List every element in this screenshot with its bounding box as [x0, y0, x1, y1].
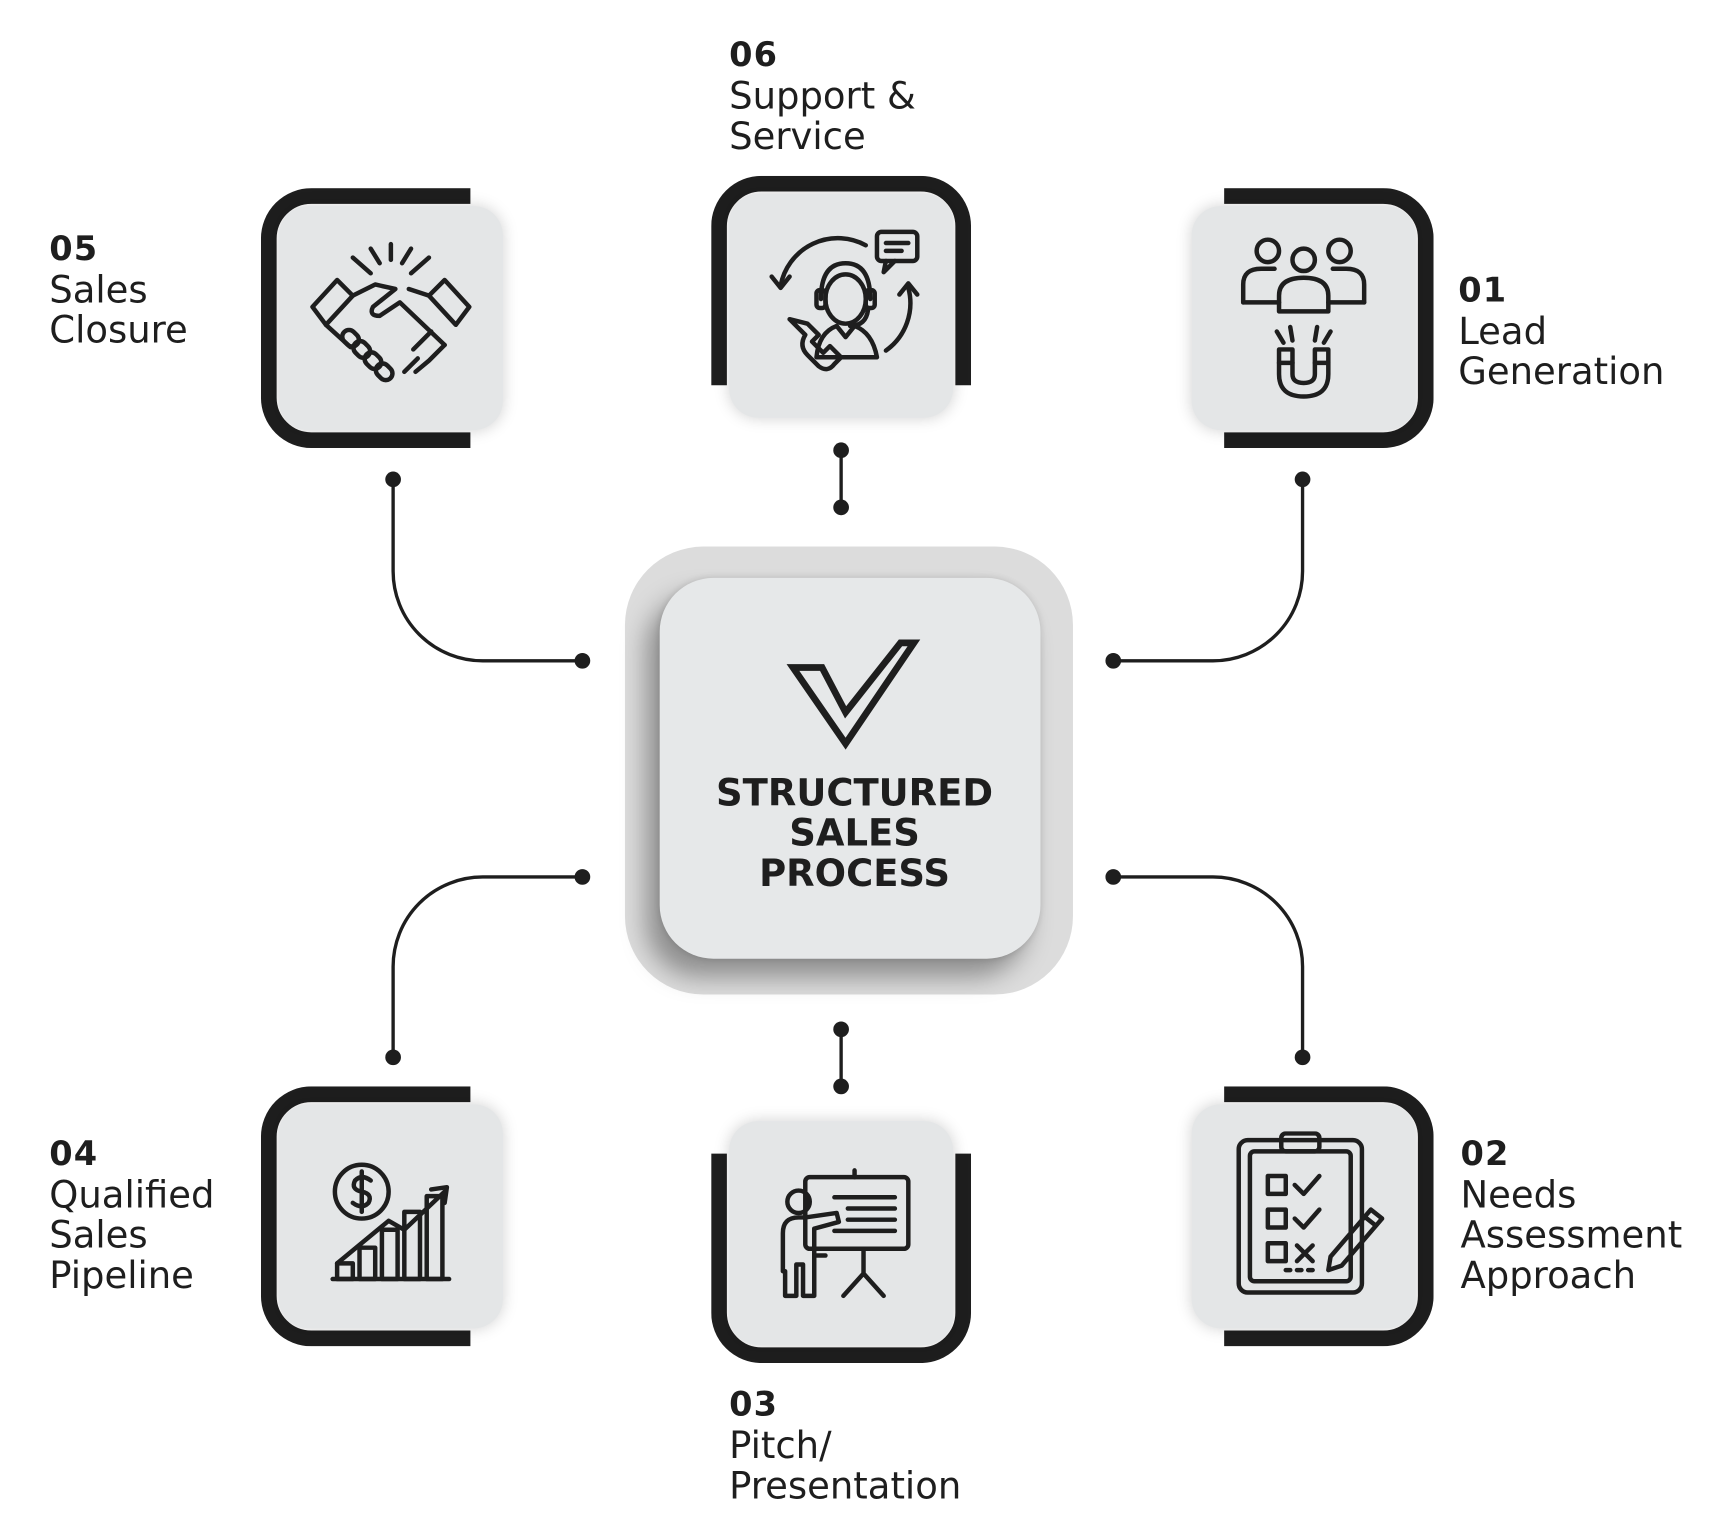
step-02-card: [1174, 1086, 1434, 1347]
step-02-title: Needs Assessment Approach: [1460, 1172, 1683, 1297]
clipboard-checklist-icon: [1236, 1131, 1385, 1295]
step-01-number: 01: [1458, 271, 1508, 311]
step-01-frame: [1224, 188, 1434, 448]
dollar-growth-chart-icon: [330, 1162, 452, 1282]
hub-title: STRUCTURED SALES PROCESS: [716, 770, 994, 895]
people-magnet-icon: [1240, 237, 1367, 399]
step-06-number: 06: [729, 35, 779, 76]
step-05-number: 05: [49, 229, 99, 269]
customer-support-icon: [769, 229, 920, 372]
step-04-label: 04 Qualified Sales Pipeline: [49, 1135, 214, 1296]
connector-05: [391, 479, 583, 663]
connector-04: [391, 875, 583, 1058]
step-06-card: [711, 175, 972, 436]
presenter-board-icon: [780, 1168, 911, 1299]
step-04-number: 04: [49, 1134, 99, 1174]
step-03-card: [711, 1103, 972, 1364]
checkmark-v-logo-icon: [786, 639, 921, 750]
step-04-tile: [278, 1104, 503, 1329]
step-02-number: 02: [1460, 1134, 1510, 1174]
connector-01: [1113, 479, 1305, 663]
step-02-label: 02 Needs Assessment Approach: [1460, 1135, 1682, 1296]
step-04-frame: [260, 1086, 471, 1347]
handshake-icon: [310, 241, 472, 383]
step-01-label: 01 Lead Generation: [1458, 271, 1664, 392]
step-03-label: 03 Pitch/ Presentation: [729, 1385, 961, 1506]
hub-card: [659, 577, 1041, 959]
step-03-number: 03: [729, 1385, 779, 1425]
step-03-title: Pitch/ Presentation: [729, 1423, 962, 1508]
step-02-frame: [1224, 1086, 1434, 1347]
step-05-label: 05 Sales Closure: [49, 230, 187, 351]
step-01-tile: [1191, 206, 1416, 431]
step-06-frame: [711, 175, 972, 386]
step-06-title: Support & Service: [729, 73, 916, 158]
step-01-title: Lead Generation: [1458, 309, 1665, 394]
step-04-title: Qualified Sales Pipeline: [49, 1172, 215, 1297]
step-03-frame: [711, 1153, 972, 1364]
step-05-frame: [260, 188, 471, 448]
connector-02: [1113, 875, 1305, 1058]
step-06-label: 06 Support & Service: [729, 36, 916, 157]
step-05-card: [260, 188, 521, 448]
step-01-card: [1174, 188, 1434, 448]
step-04-card: [260, 1086, 521, 1347]
step-05-title: Sales Closure: [49, 267, 188, 352]
